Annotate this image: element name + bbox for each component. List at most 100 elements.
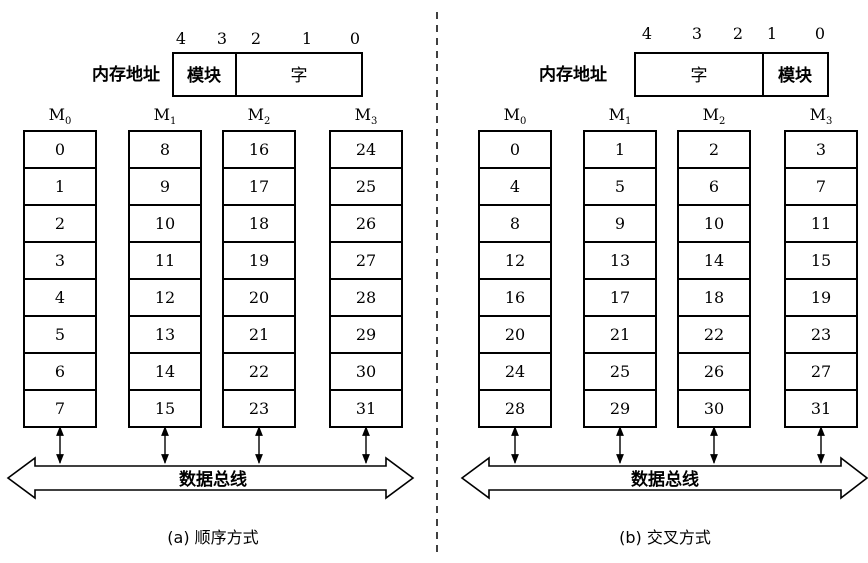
memory-cell-value: 18	[704, 288, 724, 307]
memory-cell-value: 15	[811, 251, 831, 270]
module-label: M3	[810, 105, 833, 127]
memory-cell-value: 22	[704, 325, 724, 344]
memory-cell	[583, 352, 657, 391]
bit-label: 3	[217, 29, 227, 48]
memory-cell	[23, 130, 97, 169]
bit-label: 1	[302, 29, 312, 48]
memory-cell-value: 16	[505, 288, 525, 307]
module-label-sub: 1	[625, 116, 631, 127]
memory-cell-value: 1	[615, 140, 625, 159]
memory-cell-value: 10	[155, 214, 175, 233]
memory-cell-value: 25	[610, 362, 630, 381]
memory-cell-value: 19	[811, 288, 831, 307]
panel-sequential: 内存地址 4 3 2 1 0 模块 字 M001234567M189101112…	[6, 29, 415, 547]
module-label-base: M	[248, 105, 264, 124]
bit-label: 4	[176, 29, 186, 48]
memory-cell	[677, 352, 751, 391]
memory-cell	[23, 167, 97, 206]
memory-cell-value: 17	[610, 288, 630, 307]
bus-label: 数据总线	[179, 469, 247, 490]
module-label-base: M	[703, 105, 719, 124]
memory-cell-value: 23	[249, 399, 269, 418]
bit-label: 0	[350, 29, 360, 48]
address-field-module: 模块	[778, 65, 813, 86]
module-label-sub: 0	[520, 116, 526, 127]
memory-cell-value: 13	[610, 251, 630, 270]
module-label-sub: 0	[65, 116, 71, 127]
memory-cell-value: 22	[249, 362, 269, 381]
memory-cell-value: 25	[356, 177, 376, 196]
memory-cell-value: 8	[510, 214, 520, 233]
memory-cell-value: 13	[155, 325, 175, 344]
memory-cell	[128, 130, 202, 169]
memory-cell	[784, 352, 858, 391]
memory-cell-value: 28	[356, 288, 376, 307]
memory-cell-value: 17	[249, 177, 269, 196]
memory-cell	[583, 241, 657, 280]
memory-cell	[784, 389, 858, 428]
memory-cell	[784, 278, 858, 317]
data-bus: 数据总线	[460, 456, 868, 500]
memory-cell-value: 14	[704, 251, 724, 270]
memory-cell	[677, 315, 751, 354]
memory-cell	[677, 278, 751, 317]
memory-cell	[583, 278, 657, 317]
module-label-sub: 3	[371, 116, 377, 127]
memory-cell-value: 31	[356, 399, 376, 418]
memory-cell	[222, 352, 296, 391]
memory-cell-value: 11	[811, 214, 831, 233]
memory-cell-value: 0	[510, 140, 520, 159]
memory-cell-value: 4	[510, 177, 520, 196]
memory-cell-value: 27	[356, 251, 376, 270]
address-format-box: 字 模块	[634, 52, 829, 97]
memory-cell-value: 5	[615, 177, 625, 196]
memory-cell	[329, 204, 403, 243]
memory-cell-value: 20	[249, 288, 269, 307]
memory-cell-value: 24	[356, 140, 376, 159]
bit-labels: 4 3 2 1 0	[176, 29, 360, 48]
memory-cell-value: 23	[811, 325, 831, 344]
memory-cell	[23, 204, 97, 243]
memory-cell-value: 27	[811, 362, 831, 381]
module-label-base: M	[810, 105, 826, 124]
memory-cell-value: 3	[55, 251, 65, 270]
module-label: M2	[703, 105, 726, 127]
memory-cell	[23, 389, 97, 428]
memory-cell	[329, 389, 403, 428]
module-label-sub: 1	[170, 116, 176, 127]
memory-cell-value: 5	[55, 325, 65, 344]
memory-cell-value: 26	[356, 214, 376, 233]
memory-cell	[329, 241, 403, 280]
memory-cell-value: 6	[55, 362, 65, 381]
memory-cell-value: 20	[505, 325, 525, 344]
address-format-box: 模块 字	[172, 52, 363, 97]
memory-cell	[329, 278, 403, 317]
memory-cell-value: 8	[160, 140, 170, 159]
memory-cell	[784, 315, 858, 354]
memory-cell	[677, 241, 751, 280]
bit-label: 4	[642, 24, 652, 43]
module-label-sub: 3	[826, 116, 832, 127]
bit-label: 0	[815, 24, 825, 43]
memory-cell	[329, 167, 403, 206]
module-label: M1	[609, 105, 632, 127]
memory-cell	[222, 167, 296, 206]
memory-cell-value: 28	[505, 399, 525, 418]
memory-cell	[784, 241, 858, 280]
memory-cell	[478, 204, 552, 243]
bit-label: 1	[767, 24, 777, 43]
memory-cell-value: 3	[816, 140, 826, 159]
memory-cell	[23, 241, 97, 280]
address-field-word: 字	[291, 66, 308, 86]
module-label-base: M	[504, 105, 520, 124]
memory-cell-value: 12	[505, 251, 525, 270]
caption: (b) 交叉方式	[619, 528, 711, 547]
module-label-base: M	[154, 105, 170, 124]
memory-cell-value: 18	[249, 214, 269, 233]
